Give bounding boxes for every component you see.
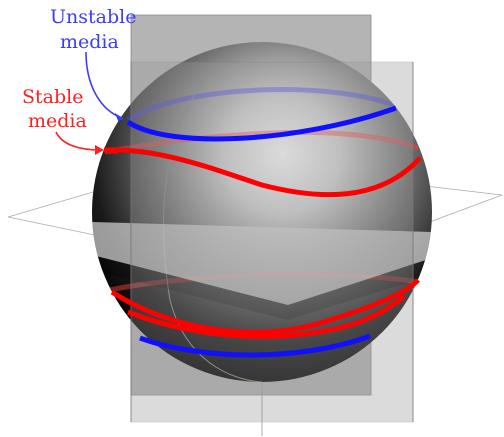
stable-curve-lowest xyxy=(127,294,406,340)
unstable-curve-bottom xyxy=(139,333,371,358)
stable-curve-back xyxy=(104,129,419,155)
unstable-label-line1: Unstable xyxy=(50,6,136,28)
stable-curve-middle xyxy=(103,147,119,155)
stable-label-line1: Stable xyxy=(22,86,83,108)
sphere xyxy=(92,42,432,382)
unstable-arrow xyxy=(85,51,123,119)
stable-curve-upper xyxy=(103,147,422,198)
unstable-curve-top-back xyxy=(126,87,397,123)
unstable-label-line2: media xyxy=(60,31,119,53)
stable-curve-lower xyxy=(110,278,420,335)
horizontal-plane-front xyxy=(92,222,432,305)
unstable-curve-top xyxy=(126,105,397,142)
stable-label-line2: media xyxy=(28,110,87,132)
stable-arrow xyxy=(55,131,101,151)
